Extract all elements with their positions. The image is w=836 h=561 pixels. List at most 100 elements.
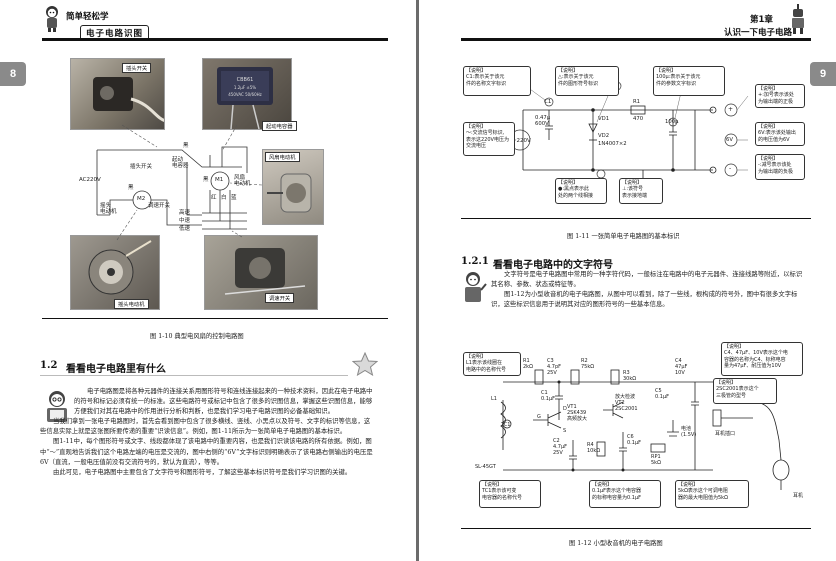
label-r1: R1 — [633, 99, 641, 105]
photo-plug-switch — [70, 58, 165, 130]
label-c1-value: 0.47μ 600V — [535, 115, 551, 127]
svg-text:1.2μF ±5%: 1.2μF ±5% — [234, 85, 256, 90]
radio-note-transistor: 【说明】 2SC2001表示这个 三极管的型号 — [713, 378, 777, 404]
radio-label-rp1: RP1 5kΩ — [651, 454, 661, 466]
figure-1-11: ～220V C1 0.47μ 600V VD1 VD2 1N4007×2 R1 … — [463, 66, 805, 206]
figure-1-10-caption: 图 1-10 典型电风扇的控制电路图 — [150, 333, 244, 340]
paragraph-3: 图1-11中，每个图形符号或文字、线段都体现了该电路中的重要内容，也是我们识读该… — [40, 438, 373, 466]
radio-label-c3: C3 4.7pF 25V — [547, 358, 562, 376]
circuit-label-black-2: 黑 — [128, 185, 134, 191]
section-body: 电子电路图是将各种元器件的连接关系用图形符号和连线连接起来的一种技术资料，因此在… — [40, 387, 376, 478]
photo-speed-switch — [204, 235, 318, 310]
radio-label-source: S — [563, 428, 567, 434]
figure-1-12-caption: 图 1-12 小型收音机的电子电路图 — [569, 540, 663, 547]
radio-label-drain: D — [563, 406, 567, 412]
label-start-capacitor: 起动电容器 — [262, 121, 297, 131]
label-fan-motor: 风扇电动机 — [265, 152, 300, 162]
photo-swing-motor — [70, 235, 160, 310]
radio-label-earphone: 耳机 — [793, 493, 804, 499]
radio-label-c4: C4 47μF 10V — [675, 358, 688, 376]
svg-text:CBB61: CBB61 — [237, 77, 254, 83]
svg-text:450VAC 50/60Hz: 450VAC 50/60Hz — [228, 92, 261, 97]
simple-circuit-schematic — [506, 81, 749, 194]
circuit-label-blue: 蓝 — [231, 195, 237, 201]
circuit-label-high: 高速 — [179, 210, 191, 216]
label-vd2: VD2 — [598, 133, 610, 139]
note-cap: 【说明】 100μ:表示关于该元 件的参数文字标识 — [653, 66, 725, 96]
radio-label-c6: C6 0.1μF — [627, 434, 642, 446]
note-c1: 【说明】 C1:表示关于该元 件的名称文字标识 — [463, 66, 531, 96]
radio-label-tc1: TC1 — [501, 422, 511, 428]
figure-1-10-rule — [42, 318, 388, 319]
subsection-title: 看看电子电路中的文字符号 — [493, 260, 613, 271]
label-cap: 100μ — [665, 119, 679, 125]
circuit-label-m1: M1 — [215, 177, 224, 183]
paragraph-1: 电子电路图是将各种元器件的连接关系用图形符号和连线连接起来的一种技术资料，因此在… — [74, 388, 373, 416]
subsection-paragraph-2: 图1-12为小型收音机的电子电路图，从图中可以看到，除了一些线，根构成的符号外，… — [491, 291, 798, 309]
label-minus: - — [729, 165, 732, 172]
circuit-label-plug-switch: 插头开关 — [130, 164, 153, 170]
robot-mascot-icon — [789, 4, 807, 34]
label-plus: + — [728, 106, 734, 113]
header-rule — [42, 38, 388, 41]
note-vd: 【说明】 △:表示关于该元 件的图形符号标识 — [555, 66, 619, 96]
reading-person-icon — [42, 388, 72, 424]
note-dot: 【说明】 ●:黑点表示此 处的两个线相接 — [555, 178, 607, 204]
radio-label-antenna: SL-45GT — [475, 464, 496, 470]
label-ac: ～220V — [511, 138, 531, 144]
circuit-label-black-3: 黑 — [203, 177, 209, 183]
note-ac: 【说明】 ～:交流信号标识, 表示这220V电压为 交流电压 — [463, 122, 515, 156]
figure-1-11-rule — [461, 218, 811, 219]
subsection-body: 文字符号是电子电路图中常用的一种字符代码，一般标注在电路中的电子元器件、连接线路… — [461, 270, 807, 310]
note-minus: 【说明】 -:减号表示该处 为输出端的负极 — [755, 154, 805, 180]
section-number: 1.2 — [40, 360, 58, 371]
radio-label-gate: G — [537, 414, 541, 420]
chapter-title: 认识一下电子电路 — [724, 28, 793, 38]
radio-label-r1: R1 2kΩ — [523, 358, 533, 370]
radio-circuit-schematic — [500, 369, 790, 490]
radio-label-c1: C1 0.1μF — [541, 390, 556, 402]
label-plug-switch: 插头开关 — [122, 63, 152, 73]
subsection-paragraph-1: 文字符号是电子电路图中常用的一种字符代码，一般标注在电路中的电子元器件、连接线路… — [491, 271, 803, 289]
header-rule-right — [461, 38, 811, 41]
page-number-tab-left: 8 — [0, 62, 26, 86]
label-r1-value: 470 — [633, 116, 644, 122]
radio-label-r4: R4 10kΩ — [587, 442, 601, 454]
circuit-label-white: 白 — [221, 195, 227, 201]
fan-circuit-schematic — [96, 124, 263, 241]
circuit-label-m2: M2 — [137, 196, 146, 202]
circuit-label-low: 低速 — [179, 226, 191, 232]
figure-1-12-rule — [461, 528, 811, 529]
circuit-label-ac: AC220V — [79, 177, 101, 183]
subsection-number: 1.2.1 — [461, 256, 489, 267]
label-c1: C1 — [544, 99, 552, 105]
page-number-tab-right: 9 — [810, 62, 836, 86]
note-plus: 【说明】 +:加号表示该处 为输出端的正极 — [755, 84, 805, 108]
note-ground: 【说明】 ⊥:该符号 表示接地端 — [619, 178, 663, 204]
figure-1-11-caption: 图 1-11 一张简单电子电路图的基本标识 — [567, 233, 680, 240]
radio-label-r3: R3 30kΩ — [623, 370, 637, 382]
radio-label-l1: L1 — [491, 396, 497, 402]
mascot-icon — [42, 4, 62, 32]
circuit-label-fan-motor: 风扇 电动机 — [234, 175, 251, 187]
radio-label-c2: C2 4.7μF 25V — [553, 438, 568, 456]
radio-label-jack: 耳机插口 — [715, 431, 736, 437]
radio-label-battery: 电池 (1.5V) — [681, 426, 697, 438]
paragraph-4: 由此可见，电子电路图中主要包含了文字符号和图形符号，了解这些基本标识符号是我们学… — [53, 468, 352, 476]
pointing-person-icon — [461, 270, 487, 304]
paragraph-2: 当我们拿到一张电子电路图时，首先会看到图中包含了很多横线、竖线、小黑点以及符号、… — [40, 418, 371, 436]
radio-note-l1: 【说明】 L1表示该线圈在 电路中的名称代号 — [463, 352, 521, 376]
label-six: 6V — [726, 137, 733, 143]
figure-1-12: R1 2kΩ C3 4.7pF 25V R2 75kΩ R3 30kΩ C4 4… — [463, 340, 813, 525]
label-vd1: VD1 — [598, 116, 610, 122]
radio-note-rp1: 【说明】 5kΩ表示这个可调电阻 器的最大电阻值为5kΩ — [675, 480, 749, 508]
star-icon — [351, 351, 379, 377]
radio-note-c4: 【说明】 C4、47μF、10V表示这个电 容器的名称为C4、标称电容 量为47… — [721, 342, 803, 376]
series-title: 简单轻松学 — [66, 12, 109, 22]
circuit-label-speed-switch: 调速开关 — [148, 203, 171, 209]
circuit-label-mid: 中速 — [179, 218, 191, 224]
radio-label-c5: C5 0.1μF — [655, 388, 670, 400]
section-rule — [40, 375, 348, 376]
